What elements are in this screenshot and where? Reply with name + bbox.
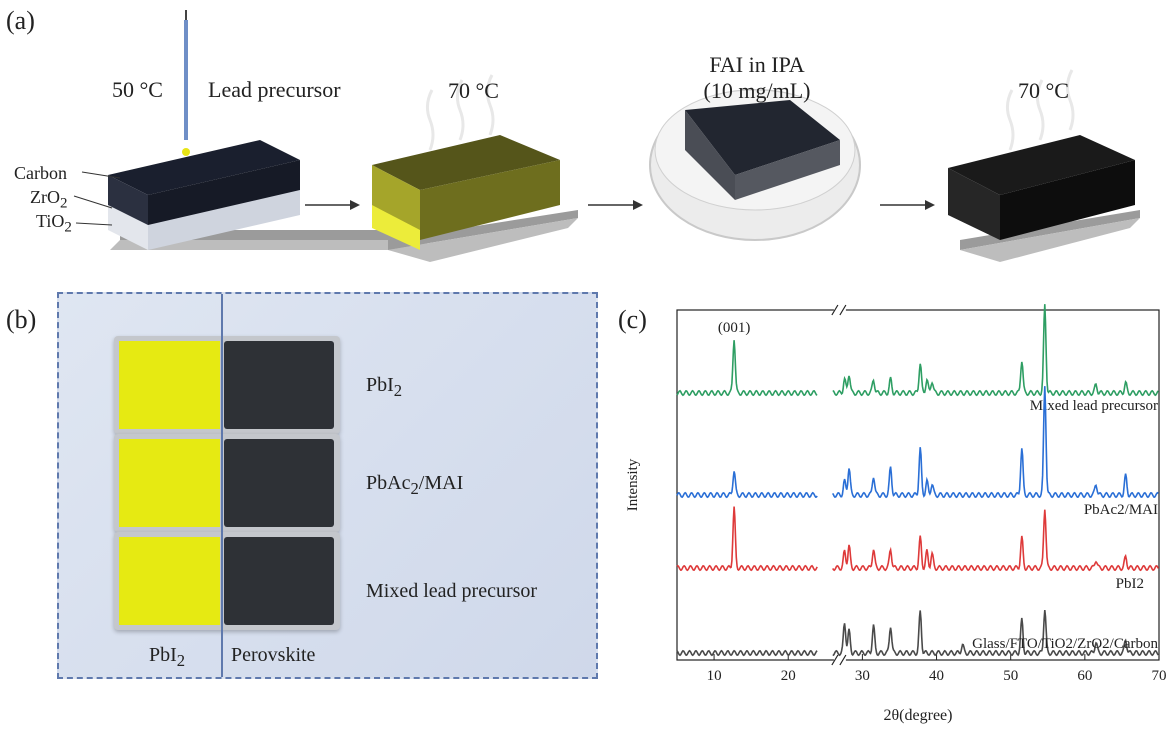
x-tick-label: 50 xyxy=(1003,668,1018,684)
x-tick-label: 60 xyxy=(1077,668,1092,684)
sample-pbac2-mai xyxy=(114,434,340,532)
step2-temperature: 70 °C xyxy=(448,78,499,103)
xrd-series-3 xyxy=(676,610,1159,657)
step4-temperature: 70 °C xyxy=(1018,78,1069,103)
perovskite-film xyxy=(224,439,334,527)
perovskite-film xyxy=(224,341,334,429)
series-label: PbAc2/MAI xyxy=(1084,502,1158,518)
x-tick-label: 70 xyxy=(1152,668,1167,684)
layer-label-carbon: Carbon xyxy=(14,163,67,183)
peak-label-001: (001) xyxy=(718,320,751,336)
pbi2-film xyxy=(119,537,220,625)
row-label-pbac2-mai: PbAc2/MAI xyxy=(366,472,464,498)
pbi2-film xyxy=(119,341,220,429)
plot-frame xyxy=(676,309,1160,661)
device-step2 xyxy=(372,74,578,262)
sample-mixed-precursor xyxy=(114,532,340,630)
process-schematic xyxy=(73,10,1140,262)
x-tick-label: 30 xyxy=(855,668,870,684)
axis-break-mark xyxy=(831,304,839,316)
step1-temperature: 50 °C xyxy=(112,77,163,102)
row-label-mixed: Mixed lead precursor xyxy=(366,580,538,602)
x-tick-label: 10 xyxy=(707,668,722,684)
device-step4 xyxy=(948,69,1140,262)
divider-line xyxy=(221,294,223,677)
step1-precursor-label: Lead precursor xyxy=(208,77,341,102)
row-label-pbi2: PbI2 xyxy=(366,374,403,400)
step3-solution-line1: FAI in IPA xyxy=(709,52,805,77)
xrd-series-0 xyxy=(676,304,1159,397)
x-axis-label: 2θ(degree) xyxy=(884,707,953,724)
series-label: Glass/FTO/TiO2/ZrO2/Carbon xyxy=(972,636,1158,652)
panel-c-label: (c) xyxy=(618,305,647,334)
axis-break-mark xyxy=(831,654,839,666)
axis-break-mark xyxy=(839,654,847,666)
sample-photo-panel: PbI2 PbAc2/MAI Mixed lead precursor PbI2… xyxy=(57,292,598,679)
series-label: Mixed lead precursor xyxy=(1030,398,1158,414)
device-step1 xyxy=(108,10,430,250)
xrd-series-1 xyxy=(676,386,1159,499)
x-tick-label: 20 xyxy=(781,668,796,684)
axis-break-mark xyxy=(839,304,847,316)
panel-a-label: (a) xyxy=(6,6,35,35)
perovskite-film xyxy=(224,537,334,625)
series-label: PbI2 xyxy=(1116,576,1144,592)
layer-label-tio2: TiO2 xyxy=(36,211,72,236)
panel-b-label: (b) xyxy=(6,305,37,334)
step3-solution-line2: (10 mg/mL) xyxy=(703,78,811,103)
y-axis-label: Intensity xyxy=(625,458,641,511)
xrd-series-2 xyxy=(676,506,1160,572)
xrd-chart: 10 20 30 40 50 60 70 2θ(degree) Intensity Mixed l… xyxy=(625,304,1167,724)
device-step3-dish xyxy=(649,89,861,241)
sample-pbi2 xyxy=(114,336,340,434)
bottom-label-perovskite: Perovskite xyxy=(231,644,316,666)
x-tick-label: 40 xyxy=(929,668,944,684)
pbi2-film xyxy=(119,439,220,527)
bottom-label-pbi2: PbI2 xyxy=(149,644,186,670)
layer-label-zro2: ZrO2 xyxy=(30,187,68,212)
